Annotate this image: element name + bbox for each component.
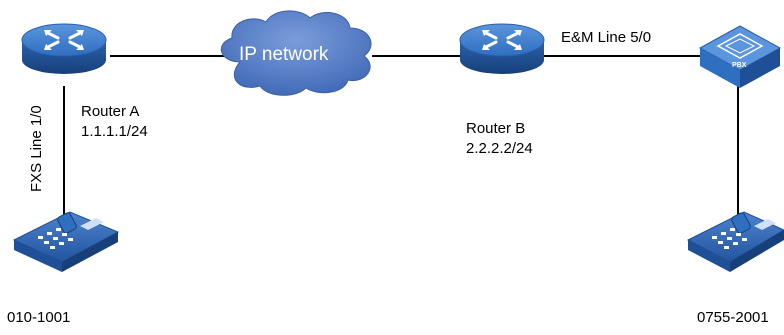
fxs-line-label: FXS Line 1/0 (28, 105, 45, 192)
router-b-icon (459, 23, 545, 74)
router-b-ip: 2.2.2.2/24 (466, 140, 533, 157)
phone-right-icon (686, 211, 784, 272)
ip-network-cloud (220, 10, 372, 96)
router-a-ip: 1.1.1.1/24 (81, 123, 148, 140)
phone-left-icon (12, 211, 120, 272)
phone-left-number: 010-1001 (7, 309, 71, 326)
pbx-label: PBX (732, 62, 747, 69)
router-a-icon (21, 23, 107, 74)
phone-right-number: 0755-2001 (697, 309, 769, 326)
cloud-label: IP network (239, 44, 329, 65)
em-line-label: E&M Line 5/0 (561, 29, 652, 46)
router-a-name: Router A (81, 103, 140, 120)
router-b-name: Router B (466, 120, 526, 137)
pbx-icon (698, 25, 782, 88)
